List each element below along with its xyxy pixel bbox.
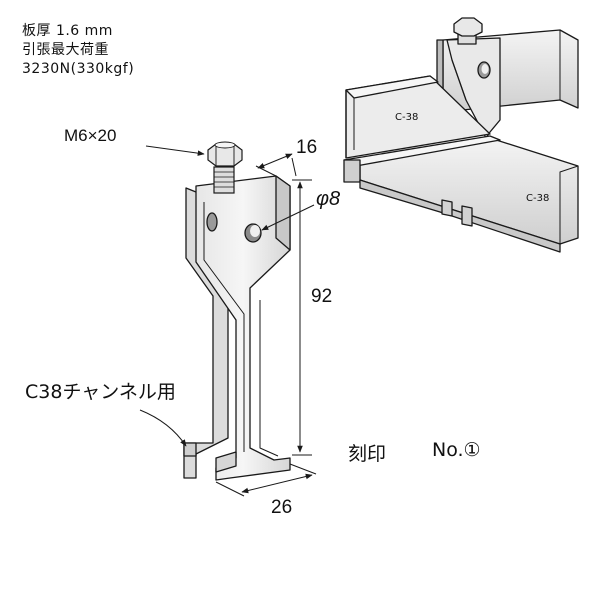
bracket-slot [206,212,218,232]
bracket-fold-line [203,202,245,452]
channel-front-label: C-38 [526,193,550,204]
lower-channel-underside [359,179,561,253]
spec-block: 板厚 1.6 mm 引張最大荷重 3230N(330kgf) [22,22,134,79]
bracket-hook-lip-right [215,451,237,473]
tensile-load-value: 3230N(330kgf) [22,61,135,77]
dimension-lines [139,145,317,497]
mid-channel-top [345,75,439,99]
stamp-number-label: No.① [432,439,481,461]
height-dimension-label: 92 [311,286,333,307]
bracket-part [183,175,291,481]
bracket-hook-lip [183,442,197,457]
channel-use-label: C38チャンネル用 [25,381,176,403]
hole-diameter-label: φ8 [316,188,341,210]
width-dimension-label: 16 [296,137,318,158]
width-dim [257,153,293,169]
stamp-label: 刻印 [348,443,387,465]
lower-channel-flange [343,159,361,183]
thickness-spec: 板厚 1.6 mm [22,23,113,39]
assembly-hook-tab [441,199,453,217]
base-dim [241,473,313,494]
channel-leader [139,409,187,447]
channel-top-label: C-38 [395,112,419,123]
hole-leader [261,204,315,231]
channel-assembly [343,17,579,253]
bolt-leader [145,145,205,156]
bracket-side-return [275,175,291,251]
bolt-m6 [207,141,243,194]
base-dimension-label: 26 [271,497,293,518]
tensile-load-label: 引張最大荷重 [22,42,109,58]
bracket-fold-line-2 [259,300,279,457]
assembly-hook-tab-2 [461,205,473,227]
bolt-size-label: M6×20 [64,126,117,145]
